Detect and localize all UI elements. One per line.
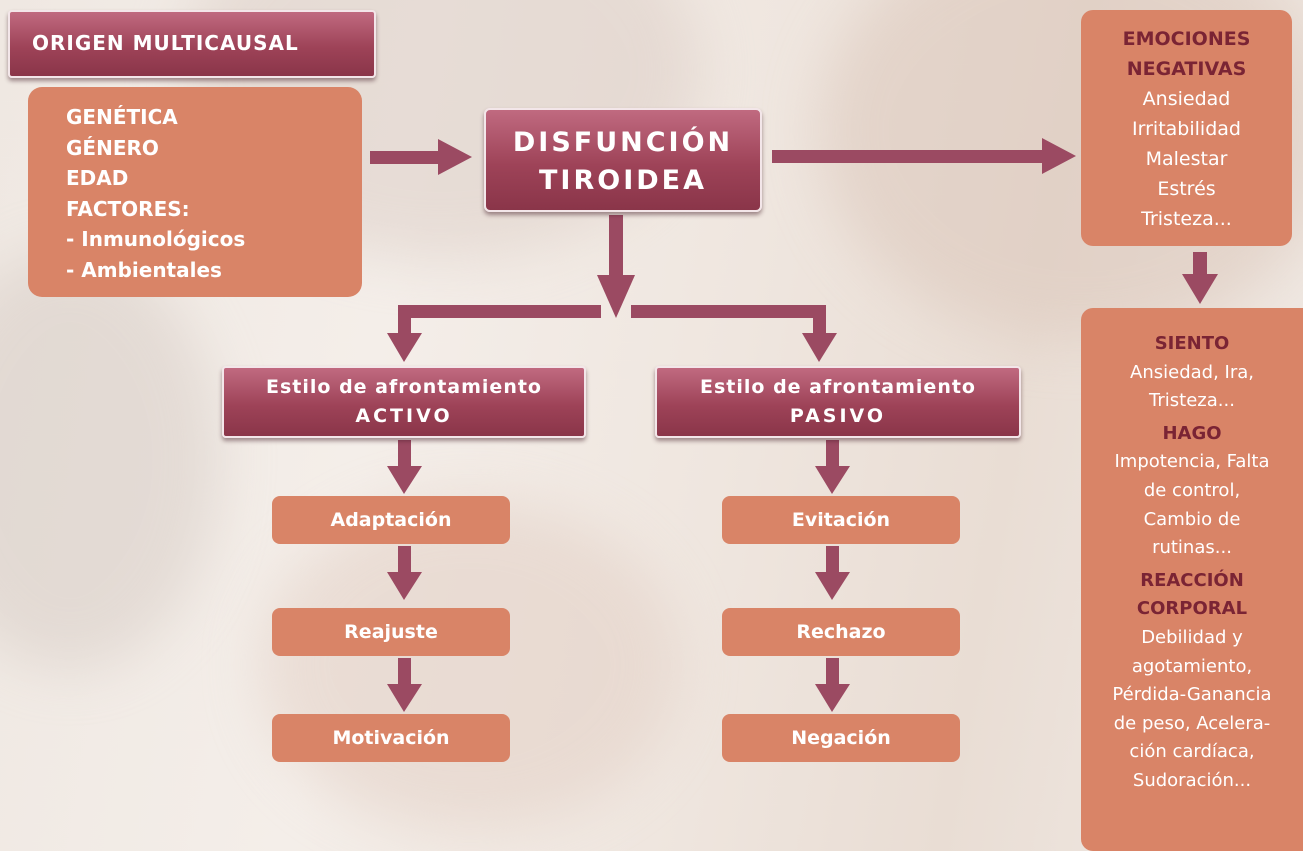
emotions-title-1: EMOCIONES <box>1122 28 1251 50</box>
emotion-item: Tristeza... <box>1141 208 1232 230</box>
emotion-item: Malestar <box>1145 148 1228 170</box>
siento-title: SIENTO <box>1154 333 1230 354</box>
active-line-2: ACTIVO <box>355 405 453 427</box>
reaccion-item: Pérdida-Ganancia <box>1112 684 1272 706</box>
arrow-emotions-to-effects <box>1193 252 1207 276</box>
factor-item: FACTORES: <box>66 196 190 221</box>
hago-item: Impotencia, Falta <box>1114 451 1270 473</box>
center-line-2: TIROIDEA <box>538 165 707 196</box>
emotion-item: Estrés <box>1157 178 1216 200</box>
step-evitacion: Evitación <box>722 496 960 544</box>
siento-item: Tristeza... <box>1149 390 1235 412</box>
reaccion-item: agotamiento, <box>1131 655 1253 677</box>
step-rechazo: Rechazo <box>722 608 960 656</box>
reaccion-item: de peso, Acelera- <box>1113 712 1271 734</box>
factor-item: - Ambientales <box>66 257 222 282</box>
arrow-center-to-emotions <box>772 150 1044 163</box>
center-line-1: DISFUNCIÓN <box>512 127 734 158</box>
step-label: Reajuste <box>344 621 438 643</box>
active-line-1: Estilo de afrontamiento <box>266 376 542 398</box>
negative-emotions-box: EMOCIONES NEGATIVAS Ansiedad Irritabilid… <box>1081 10 1292 246</box>
arrow-passive-1 <box>826 440 839 468</box>
reaccion-title-1: REACCIÓN <box>1140 569 1244 591</box>
step-label: Evitación <box>791 509 891 531</box>
passive-line-2: PASIVO <box>789 405 887 427</box>
arrow-active-1 <box>398 440 411 468</box>
factor-item: GENÉTICA <box>66 105 178 129</box>
origin-header: ORIGEN MULTICAUSAL <box>8 10 376 78</box>
hago-item: rutinas... <box>1152 537 1232 559</box>
emotion-item: Ansiedad <box>1142 88 1231 110</box>
arrow-active-3 <box>398 658 411 686</box>
hago-item: Cambio de <box>1143 508 1241 530</box>
arrow-passive-2 <box>826 546 839 574</box>
active-style-box: Estilo de afrontamiento ACTIVO <box>222 366 586 438</box>
step-label: Negación <box>791 727 891 749</box>
arrow-active-2 <box>398 546 411 574</box>
step-adaptacion: Adaptación <box>272 496 510 544</box>
reaccion-title-2: CORPORAL <box>1136 598 1248 620</box>
hago-item: de control, <box>1143 479 1241 501</box>
reaccion-item: Sudoración... <box>1132 769 1252 791</box>
step-label: Adaptación <box>330 509 452 531</box>
emotion-item: Irritabilidad <box>1132 118 1241 140</box>
factor-item: EDAD <box>66 166 129 190</box>
factor-item: - Inmunológicos <box>66 227 246 251</box>
factor-item: GÉNERO <box>66 135 159 160</box>
passive-style-box: Estilo de afrontamiento PASIVO <box>655 366 1021 438</box>
step-negacion: Negación <box>722 714 960 762</box>
siento-item: Ansiedad, Ira, <box>1130 361 1254 383</box>
arrow-origin-to-center <box>370 151 440 164</box>
arrow-passive-3 <box>826 658 839 686</box>
hago-title: HAGO <box>1162 422 1222 444</box>
reaccion-item: ción cardíaca, <box>1129 741 1255 763</box>
emotions-title-2: NEGATIVAS <box>1126 58 1247 80</box>
step-reajuste: Reajuste <box>272 608 510 656</box>
origin-header-label: ORIGEN MULTICAUSAL <box>32 31 299 55</box>
thyroid-dysfunction-box: DISFUNCIÓN TIROIDEA <box>484 108 762 212</box>
origin-factors-box: GENÉTICA GÉNERO EDAD FACTORES: - Inmunol… <box>28 87 362 297</box>
step-motivacion: Motivación <box>272 714 510 762</box>
step-label: Motivación <box>332 727 450 749</box>
reaccion-item: Debilidad y <box>1141 626 1243 648</box>
step-label: Rechazo <box>796 621 886 643</box>
arrow-center-split <box>609 215 623 277</box>
effects-box: SIENTO Ansiedad, Ira, Tristeza... HAGO I… <box>1081 308 1303 851</box>
passive-line-1: Estilo de afrontamiento <box>700 376 976 398</box>
